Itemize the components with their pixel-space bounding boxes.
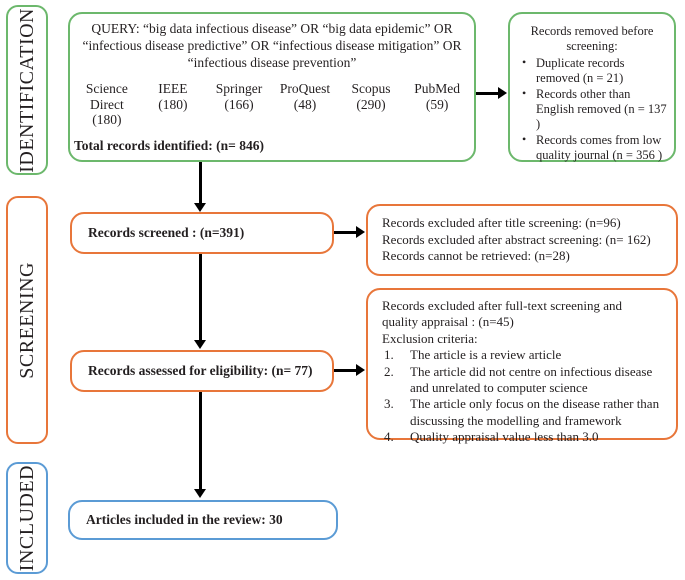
exclusion-criterion-number: 3. xyxy=(384,396,394,412)
arrow-eligibility-to-excluded xyxy=(356,364,365,376)
exclusion-criterion-text: The article only focus on the disease ra… xyxy=(410,396,660,428)
exclusion-criterion-item: 2. The article did not centre on infecti… xyxy=(382,364,668,397)
search-query-text: QUERY: “big data infectious disease” OR … xyxy=(82,21,462,70)
source-science-direct-name: Science Direct xyxy=(85,80,128,112)
records-eligibility-label: Records assessed for eligibility: (n= 77… xyxy=(88,363,313,378)
excluded-title-screening-line: Records excluded after title screening: … xyxy=(382,215,621,230)
records-excluded-screening-box: Records excluded after title screening: … xyxy=(366,204,678,276)
phase-label-included: INCLUDED xyxy=(6,462,48,574)
source-database-list: Science Direct (180) IEEE (180) Springer… xyxy=(74,81,470,129)
source-scopus-count: (290) xyxy=(356,96,386,112)
records-removed-box: Records removed before screening: Duplic… xyxy=(508,12,676,162)
phase-label-identification-text: IDENTIFICATION xyxy=(15,7,38,173)
articles-included-box: Articles included in the review: 30 xyxy=(68,500,338,540)
arrow-screened-to-excluded xyxy=(356,226,365,238)
excluded-abstract-screening-line: Records excluded after abstract screenin… xyxy=(382,231,651,247)
source-springer-count: (166) xyxy=(224,96,254,112)
records-removed-list: Duplicate records removed (n = 21) Recor… xyxy=(517,55,667,163)
exclusion-criterion-text: Quality appraisal value less than 3.0 xyxy=(410,429,599,444)
phase-label-included-text: INCLUDED xyxy=(15,464,38,572)
connector-identified-to-screened xyxy=(199,162,202,206)
records-removed-item: Records other than English removed (n = … xyxy=(522,86,667,132)
connector-eligibility-to-included xyxy=(199,392,202,490)
source-ieee-name: IEEE xyxy=(158,80,188,96)
source-proquest: ProQuest (48) xyxy=(272,81,338,113)
connector-screened-to-excluded xyxy=(334,231,358,234)
records-screened-box: Records screened : (n=391) xyxy=(70,212,334,254)
source-springer: Springer (166) xyxy=(206,81,272,113)
excluded-fulltext-header-2: quality appraisal : (n=45) xyxy=(382,314,514,330)
source-scopus-name: Scopus xyxy=(351,80,391,96)
arrow-identified-to-removed xyxy=(498,87,507,99)
source-proquest-name: ProQuest xyxy=(279,80,331,96)
connector-eligibility-to-excluded xyxy=(334,369,358,372)
source-pubmed: PubMed (59) xyxy=(404,81,470,113)
exclusion-criterion-number: 2. xyxy=(384,363,394,379)
exclusion-criterion-text: The article did not centre on infectious… xyxy=(410,363,653,395)
arrow-screened-to-eligibility xyxy=(194,340,206,349)
exclusion-criteria-title: Exclusion criteria: xyxy=(382,330,478,346)
total-records-identified: Total records identified: (n= 846) xyxy=(74,138,264,154)
arrow-eligibility-to-included xyxy=(194,489,206,498)
records-not-retrieved-line: Records cannot be retrieved: (n=28) xyxy=(382,248,570,264)
exclusion-criterion-item: 1. The article is a review article xyxy=(382,347,668,363)
source-science-direct-count: (180) xyxy=(92,112,122,128)
phase-label-identification: IDENTIFICATION xyxy=(6,5,48,175)
records-removed-item: Duplicate records removed (n = 21) xyxy=(522,55,667,86)
source-ieee: IEEE (180) xyxy=(140,81,206,113)
exclusion-criterion-text: The article is a review article xyxy=(410,347,562,363)
connector-screened-to-eligibility xyxy=(199,254,202,342)
source-science-direct: Science Direct (180) xyxy=(74,81,140,129)
exclusion-criterion-item: 3. The article only focus on the disease… xyxy=(382,396,668,429)
source-springer-name: Springer xyxy=(215,80,263,96)
phase-label-screening: SCREENING xyxy=(6,196,48,444)
arrow-identified-to-screened xyxy=(194,203,206,212)
connector-identified-to-removed xyxy=(476,92,500,95)
records-removed-item: Records comes from low quality journal (… xyxy=(522,132,667,163)
exclusion-criterion-number: 1. xyxy=(384,347,394,363)
records-eligibility-box: Records assessed for eligibility: (n= 77… xyxy=(70,350,334,392)
articles-included-label: Articles included in the review: 30 xyxy=(86,512,283,527)
records-excluded-fulltext-box: Records excluded after full-text screeni… xyxy=(366,288,678,444)
records-identified-box: QUERY: “big data infectious disease” OR … xyxy=(68,12,476,162)
exclusion-criteria-list: 1. The article is a review article 2. Th… xyxy=(382,347,668,445)
phase-label-screening-text: SCREENING xyxy=(15,261,38,379)
source-pubmed-name: PubMed xyxy=(414,80,460,96)
excluded-fulltext-header-1: Records excluded after full-text screeni… xyxy=(382,298,623,313)
source-scopus: Scopus (290) xyxy=(338,81,404,113)
exclusion-criterion-number: 4. xyxy=(384,429,394,444)
source-proquest-count: (48) xyxy=(293,96,317,112)
exclusion-criterion-item: 4. Quality appraisal value less than 3.0 xyxy=(382,429,668,445)
source-ieee-count: (180) xyxy=(158,96,188,112)
records-screened-label: Records screened : (n=391) xyxy=(88,225,245,240)
source-pubmed-count: (59) xyxy=(425,96,449,112)
records-removed-title: Records removed before screening: xyxy=(530,24,654,53)
